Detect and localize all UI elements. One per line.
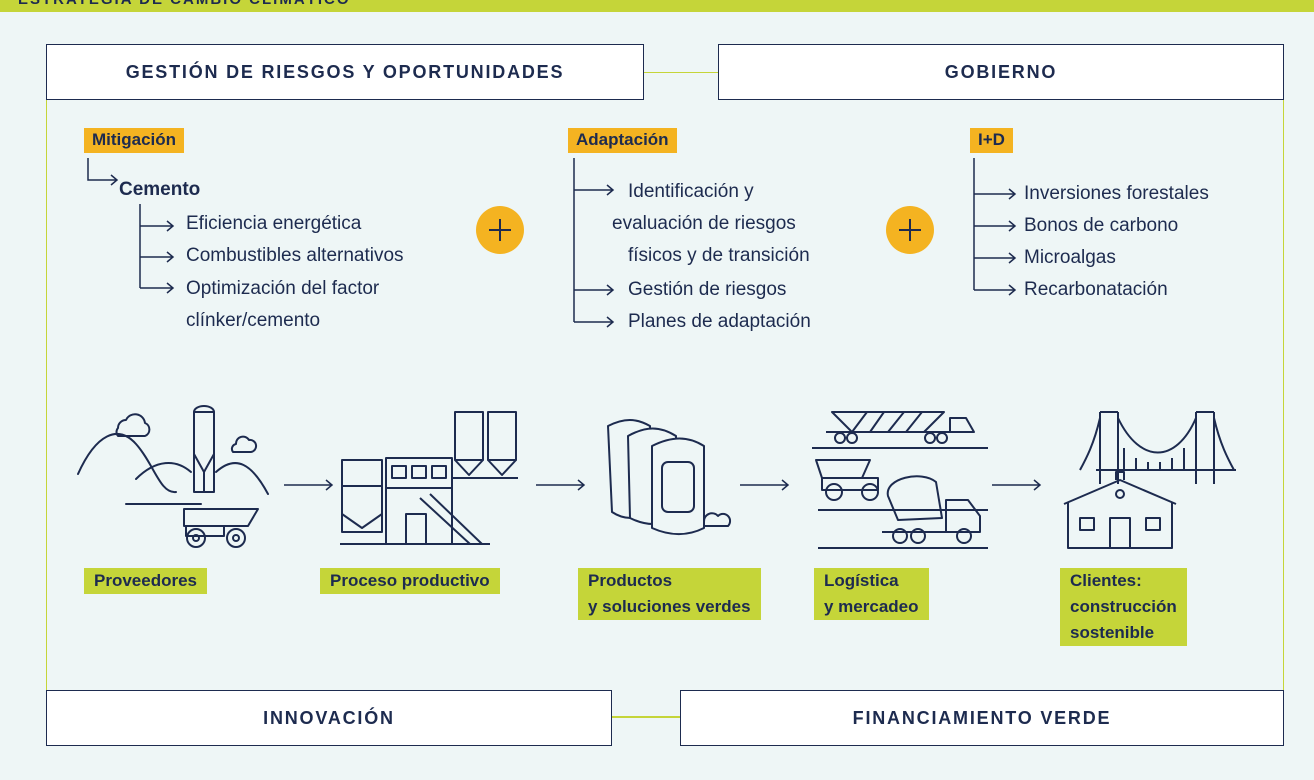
mitigacion-item: Optimización del factor (186, 278, 380, 299)
stage-text: Productos (588, 571, 673, 590)
factory-icon (340, 411, 518, 545)
arrow-right-icon (992, 479, 1042, 491)
tree-branches-icon (573, 158, 615, 328)
tree-branches-icon (139, 204, 175, 294)
stage-text: sostenible (1070, 623, 1155, 642)
mitigacion-item: Combustibles alternativos (186, 245, 404, 266)
box-innovacion: INNOVACIÓN (46, 690, 612, 746)
stage-label-clientes: Clientes: construcción sostenible (1060, 568, 1187, 646)
plus-icon (476, 206, 524, 254)
id-item: Inversiones forestales (1024, 183, 1209, 204)
tree-arrow-icon (87, 158, 119, 186)
adaptacion-item: Identificación y (628, 181, 754, 202)
adaptacion-item: físicos y de transición (628, 245, 810, 266)
stage-text: y mercadeo (824, 597, 919, 616)
stage-text: Logística (824, 571, 899, 590)
adaptacion-tag: Adaptación (568, 128, 677, 153)
stage-text: y soluciones verdes (588, 597, 751, 616)
stage-text: Clientes: (1070, 571, 1142, 590)
mining-icon (77, 405, 269, 548)
box-gestion-riesgos: GESTIÓN DE RIESGOS Y OPORTUNIDADES (46, 44, 644, 100)
adaptacion-item: Gestión de riesgos (628, 279, 787, 300)
top-connector (643, 72, 719, 73)
header-bar: ESTRATEGIA DE CAMBIO CLIMÁTICO (0, 0, 1314, 12)
bottom-connector (610, 716, 682, 717)
plus-icon (886, 206, 934, 254)
id-item: Recarbonatación (1024, 279, 1168, 300)
logistics-icon (812, 411, 988, 549)
stage-label-productos: Productos y soluciones verdes (578, 568, 761, 620)
box-financiamiento-verde: FINANCIAMIENTO VERDE (680, 690, 1284, 746)
stage-label-logistica: Logística y mercadeo (814, 568, 929, 620)
box-gobierno: GOBIERNO (718, 44, 1284, 100)
mitigacion-sub: Cemento (119, 179, 201, 200)
mitigacion-item: Eficiencia energética (186, 213, 362, 234)
stage-label-proveedores: Proveedores (84, 568, 207, 594)
cement-bags-icon (607, 419, 732, 535)
tree-branches-icon (973, 158, 1017, 296)
id-item: Bonos de carbono (1024, 215, 1179, 236)
stage-text: Proveedores (94, 571, 197, 590)
arrow-right-icon (740, 479, 790, 491)
adaptacion-item: evaluación de riesgos (612, 213, 796, 234)
mitigacion-tag: Mitigación (84, 128, 185, 153)
id-tag: I+D (970, 128, 1013, 153)
id-item: Microalgas (1024, 247, 1116, 268)
stage-label-proceso-productivo: Proceso productivo (320, 568, 500, 594)
adaptacion-item: Planes de adaptación (628, 311, 811, 332)
arrow-right-icon (536, 479, 586, 491)
construction-icon (1063, 411, 1236, 549)
arrow-right-icon (284, 479, 334, 491)
mitigacion-item: clínker/cemento (186, 310, 321, 331)
stage-text: Proceso productivo (330, 571, 490, 590)
page-title: ESTRATEGIA DE CAMBIO CLIMÁTICO (18, 0, 351, 8)
stage-text: construcción (1070, 597, 1177, 616)
